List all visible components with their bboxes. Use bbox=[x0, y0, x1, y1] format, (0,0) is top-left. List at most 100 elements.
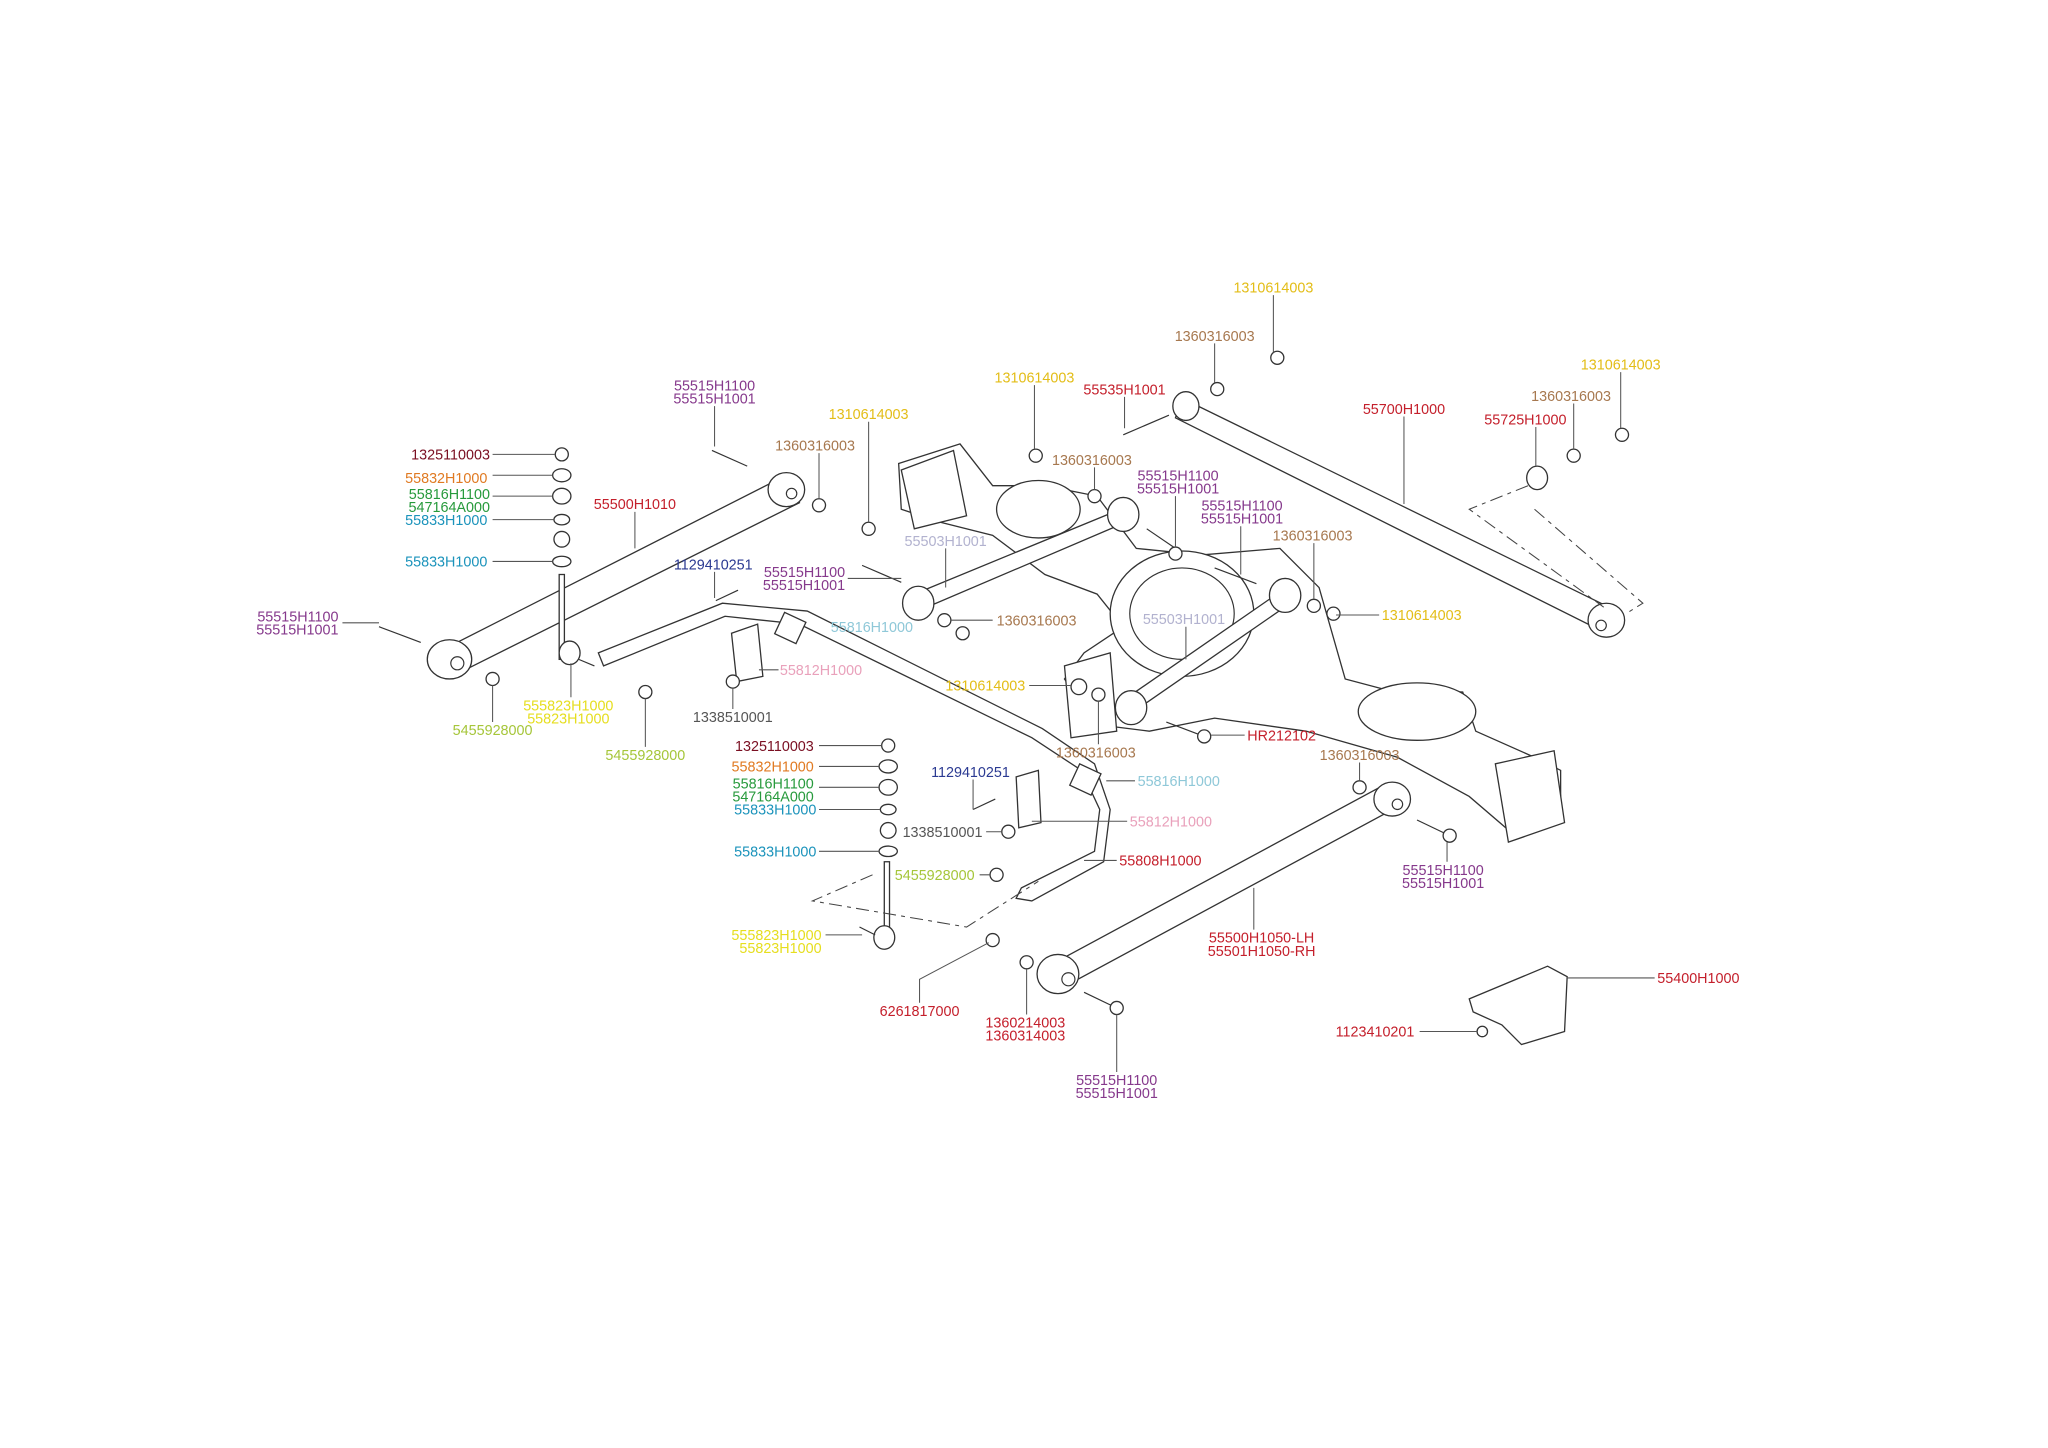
part-label: 55812H1000 bbox=[780, 663, 862, 679]
part-number: 1123410201 bbox=[1336, 1025, 1415, 1041]
part-label: 55808H1000 bbox=[1119, 854, 1201, 870]
part-number: 55816H1100 bbox=[409, 487, 490, 503]
stabilizer-links bbox=[558, 573, 896, 950]
part-label: 1360316003 bbox=[1052, 453, 1132, 469]
part-label: 55700H1000 bbox=[1363, 402, 1445, 418]
part-label: 1360316003 bbox=[1273, 529, 1353, 545]
part-number: 1325110003 bbox=[411, 448, 490, 464]
right-brake-flange bbox=[1494, 749, 1566, 844]
part-label: 1360316003 bbox=[1531, 389, 1611, 405]
part-number: 1310614003 bbox=[829, 407, 909, 423]
part-number: 55515H1001 bbox=[1402, 876, 1484, 892]
lateral-rod bbox=[1172, 391, 1626, 638]
part-number: 55833H1000 bbox=[405, 513, 487, 529]
part-number-labels: 1310614003 1360316003 1310614003 1360316003… bbox=[256, 280, 1739, 1102]
part-number: 55816H1000 bbox=[831, 620, 913, 636]
part-label: 1360316003 bbox=[1175, 329, 1255, 345]
part-number: 547164A000 bbox=[409, 500, 490, 516]
part-number: 1360316003 bbox=[1320, 748, 1400, 764]
part-label: 55833H1000 bbox=[734, 845, 816, 861]
part-number: 5455928000 bbox=[605, 748, 685, 764]
part-number: 55833H1000 bbox=[734, 803, 816, 819]
part-label: 55816H1000 bbox=[831, 620, 913, 636]
part-label: 1360316003 bbox=[1056, 745, 1136, 761]
part-label: 55833H1000 bbox=[734, 803, 816, 819]
part-label: 55503H1001 bbox=[905, 534, 987, 550]
part-number: 1129410251 bbox=[674, 557, 753, 573]
part-number: 5455928000 bbox=[453, 723, 533, 739]
left-lower-arm bbox=[426, 472, 806, 680]
stabilizer-bracket-right bbox=[1015, 769, 1042, 829]
part-label: 1360316003 bbox=[997, 613, 1077, 629]
part-label: 1360316003 bbox=[1320, 748, 1400, 764]
stabilizer-bracket-left bbox=[730, 623, 764, 683]
part-label: 55833H1000 bbox=[405, 513, 487, 529]
part-number: 1360316003 bbox=[1052, 453, 1132, 469]
part-number: 1338510001 bbox=[693, 710, 773, 726]
part-number: 55515H1001 bbox=[1137, 482, 1219, 498]
part-label: 1310614003 bbox=[995, 371, 1075, 387]
part-number: 55515H1100 bbox=[1137, 468, 1218, 484]
left-axle-tube-end bbox=[995, 479, 1081, 539]
right-axle-tube-end bbox=[1357, 682, 1477, 741]
part-label: 1338510001 bbox=[693, 710, 773, 726]
part-number: 547164A000 bbox=[732, 790, 813, 806]
part-label: 5455928000 bbox=[453, 723, 533, 739]
part-number: 5455928000 bbox=[895, 868, 975, 884]
part-number: 55812H1000 bbox=[1130, 814, 1212, 830]
part-number: 55515H1001 bbox=[673, 391, 755, 407]
part-number: 1310614003 bbox=[1581, 358, 1661, 374]
dashed-guide-rod bbox=[1468, 485, 1644, 615]
part-number: 55515H1100 bbox=[257, 610, 338, 626]
part-number: 1360214003 bbox=[985, 1016, 1065, 1032]
part-number: 55515H1100 bbox=[764, 565, 845, 581]
part-number: 55823H1000 bbox=[527, 711, 609, 727]
part-label: 1129410251 bbox=[674, 557, 753, 573]
part-number: 55515H1100 bbox=[1403, 863, 1484, 879]
part-number: HR212102 bbox=[1247, 728, 1316, 744]
part-label: 1129410251 bbox=[931, 765, 1010, 781]
part-label: 6261817000 bbox=[880, 1004, 960, 1020]
bushing-stack-right bbox=[878, 738, 899, 858]
part-number: 55515H1100 bbox=[1201, 499, 1282, 515]
part-number: 55535H1001 bbox=[1083, 382, 1165, 398]
part-number: 6261817000 bbox=[880, 1004, 960, 1020]
part-number: 55400H1000 bbox=[1657, 971, 1739, 987]
part-label: 55500H1010 bbox=[594, 497, 676, 513]
part-label: 1360316003 bbox=[775, 438, 855, 454]
part-number: 1360316003 bbox=[1273, 529, 1353, 545]
part-number: 55833H1000 bbox=[734, 845, 816, 861]
part-number: 1360316003 bbox=[1531, 389, 1611, 405]
part-number: 1360316003 bbox=[1175, 329, 1255, 345]
part-number: 555823H1000 bbox=[731, 928, 821, 944]
part-label: 55816H1000 bbox=[1138, 774, 1220, 790]
part-label: 55832H1000 bbox=[732, 760, 814, 776]
part-number: 55503H1001 bbox=[1143, 612, 1225, 628]
part-number: 55816H1100 bbox=[733, 777, 814, 793]
dashed-guide-link bbox=[810, 874, 1039, 928]
part-number: 55515H1001 bbox=[1076, 1086, 1158, 1102]
part-label: 1325110003 bbox=[735, 739, 814, 755]
part-number: 55500H1050-LH bbox=[1209, 931, 1314, 947]
part-label: 1310614003 bbox=[1382, 608, 1462, 624]
part-label: 55812H1000 bbox=[1130, 814, 1212, 830]
part-label: 1310614003 bbox=[1233, 280, 1313, 296]
part-number: 55515H1100 bbox=[674, 378, 755, 394]
part-number: 1129410251 bbox=[931, 765, 1010, 781]
part-number: 55700H1000 bbox=[1363, 402, 1445, 418]
part-number: 55816H1000 bbox=[1138, 774, 1220, 790]
part-number: 55832H1000 bbox=[405, 471, 487, 487]
part-label: 55535H1001 bbox=[1083, 382, 1165, 398]
part-label: 1338510001 bbox=[903, 825, 983, 841]
part-number: 55515H1100 bbox=[1076, 1073, 1157, 1089]
